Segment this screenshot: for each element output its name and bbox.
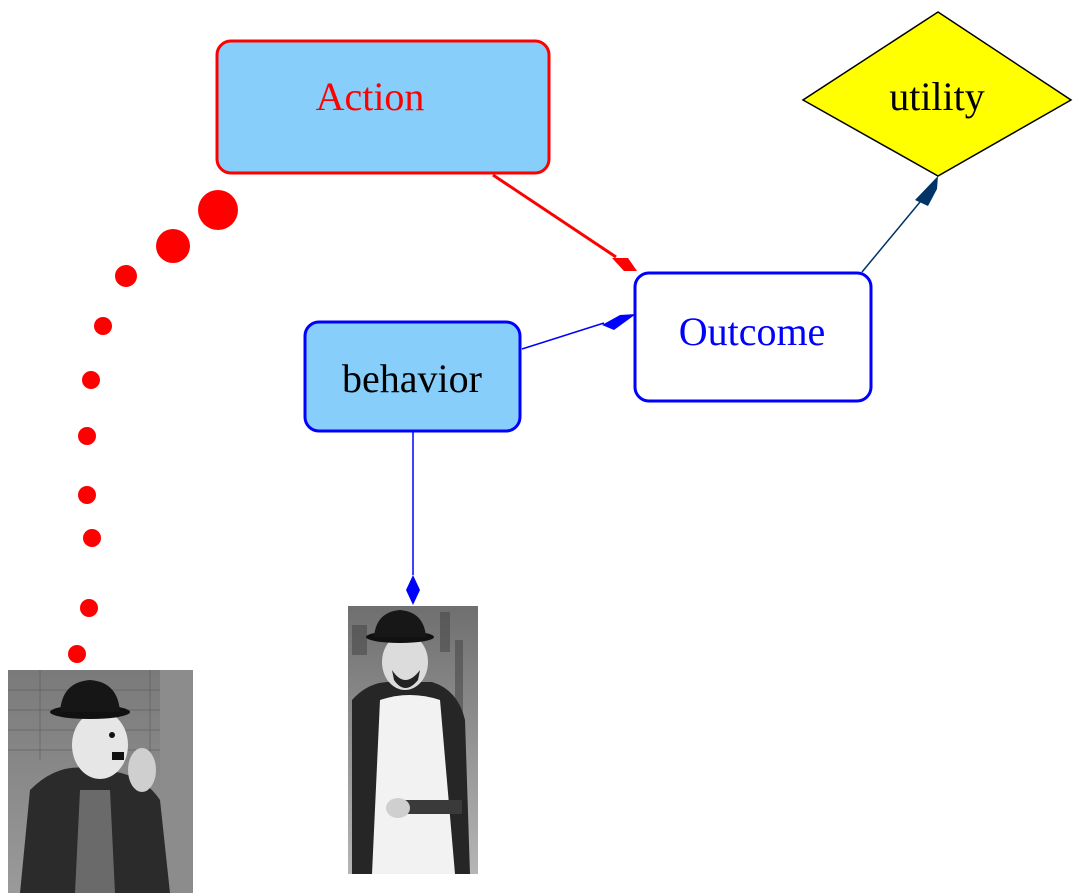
node-outcome[interactable]: Outcome bbox=[633, 271, 873, 403]
node-action[interactable]: Action bbox=[215, 39, 551, 175]
edge-outcome-utility bbox=[861, 176, 938, 273]
person-photo-right[interactable] bbox=[348, 606, 478, 874]
node-behavior-label: behavior bbox=[342, 356, 482, 401]
edge-behavior-outcome bbox=[521, 314, 636, 350]
person-photo-left[interactable] bbox=[8, 670, 193, 893]
node-outcome-label: Outcome bbox=[679, 309, 826, 354]
node-utility-label: utility bbox=[889, 74, 985, 119]
edge-action-photo-dotted bbox=[68, 190, 238, 663]
node-action-label: Action bbox=[316, 74, 425, 119]
node-behavior[interactable]: behavior bbox=[303, 320, 522, 433]
edge-action-outcome bbox=[492, 173, 637, 271]
edge-behavior-photo bbox=[406, 432, 420, 605]
node-utility[interactable]: utility bbox=[801, 11, 1073, 177]
